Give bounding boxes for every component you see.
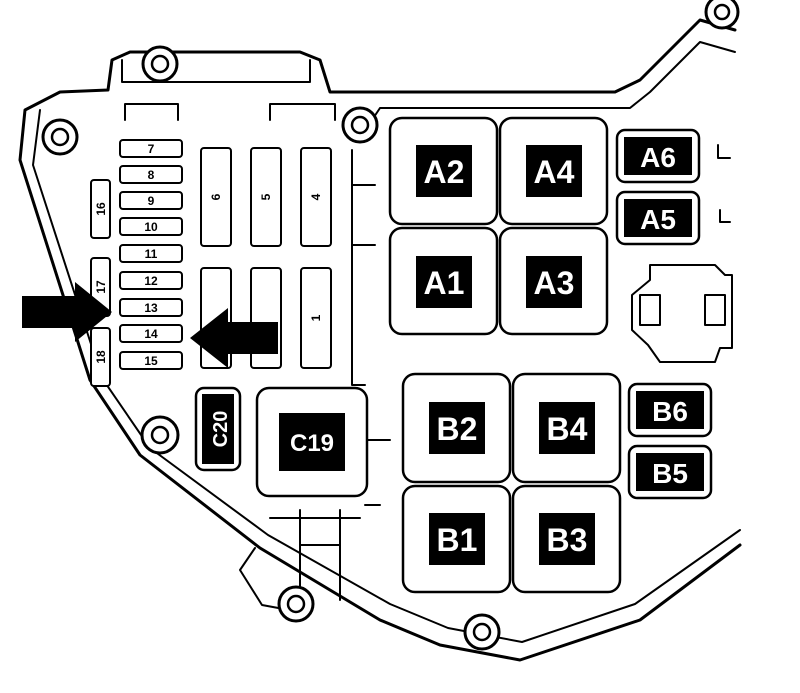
relay-b5[interactable]: B5: [627, 444, 713, 500]
relay-b1[interactable]: B1: [401, 484, 512, 594]
relay-c20[interactable]: C20: [194, 386, 242, 472]
fuse-8[interactable]: 8: [119, 165, 183, 184]
relay-b2[interactable]: B2: [401, 372, 512, 484]
fuse-13[interactable]: 13: [119, 298, 183, 317]
relay-b4-label: B4: [547, 411, 588, 447]
relay-group-a: A2 A4 A1 A3: [388, 116, 609, 336]
relay-group-b: B2 B4 B1 B3: [401, 372, 622, 594]
fuse-16[interactable]: 16: [90, 179, 111, 239]
relay-b5-label: B5: [652, 458, 688, 489]
relay-a5[interactable]: A5: [615, 190, 701, 246]
fuse-14-label: 14: [144, 327, 158, 341]
relay-b3[interactable]: B3: [511, 484, 622, 594]
fuse-11-label: 11: [145, 247, 158, 261]
relay-c20-label: C20: [210, 411, 232, 448]
relay-a5-label: A5: [640, 204, 676, 235]
relay-c19[interactable]: C19: [255, 386, 369, 498]
relay-b3-label: B3: [547, 522, 588, 558]
bolt-bottom-center: [463, 613, 501, 651]
bolt-bottom-left: [277, 585, 315, 623]
relay-a6-label: A6: [640, 142, 676, 173]
relay-b2-label: B2: [437, 411, 478, 447]
fuse-column-horizontal: 7 8 9 10 11 12 13 14 15: [119, 139, 183, 370]
relay-b1-label: B1: [437, 522, 478, 558]
relay-b6[interactable]: B6: [627, 382, 713, 438]
fuse-5[interactable]: 5: [250, 147, 282, 247]
fuse-10-label: 10: [144, 220, 158, 234]
fuse-6[interactable]: 6: [200, 147, 232, 247]
fuse-13-label: 13: [144, 301, 158, 315]
fuse-11[interactable]: 11: [119, 244, 183, 263]
fuse-7[interactable]: 7: [119, 139, 183, 158]
fuse-14[interactable]: 14: [119, 324, 183, 343]
bolt-top-right: [704, 0, 740, 30]
fuse-6-label: 6: [209, 193, 223, 200]
relay-a6[interactable]: A6: [615, 128, 701, 184]
fuse-1[interactable]: 1: [300, 267, 332, 369]
arrow-left-pointing-fuse-13: [22, 282, 112, 342]
arrow-right-pointing-fuse-14: [190, 308, 278, 368]
bolt-center-top: [341, 106, 379, 144]
fuse-1-label: 1: [309, 314, 323, 321]
bolt-top-center: [141, 45, 179, 83]
bolt-left: [41, 118, 79, 156]
relay-c19-label: C19: [290, 430, 334, 457]
housing-outline: [18, 18, 742, 662]
relay-a4[interactable]: A4: [498, 116, 609, 226]
fuse-18-label: 18: [94, 350, 108, 364]
fuse-8-label: 8: [148, 168, 155, 182]
relay-a1-label: A1: [424, 265, 465, 301]
relay-a3-label: A3: [534, 265, 575, 301]
fuse-16-label: 16: [94, 202, 108, 216]
fuse-5-label: 5: [259, 193, 273, 200]
fuse-9-label: 9: [148, 194, 155, 208]
fuse-12[interactable]: 12: [119, 271, 183, 290]
relay-a3[interactable]: A3: [498, 226, 609, 336]
fuse-9[interactable]: 9: [119, 191, 183, 210]
relay-b4[interactable]: B4: [511, 372, 622, 484]
fuse-7-label: 7: [148, 142, 155, 156]
relay-b6-label: B6: [652, 396, 688, 427]
relay-a4-label: A4: [534, 154, 575, 190]
fuse-column-vertical-left: 16 17 18: [90, 179, 111, 387]
fuse-18[interactable]: 18: [90, 327, 111, 387]
relay-a2[interactable]: A2: [388, 116, 499, 226]
fuse-12-label: 12: [144, 274, 158, 288]
relay-group-small: A6 A5 B6 B5 C20: [194, 128, 713, 500]
fuse-4[interactable]: 4: [300, 147, 332, 247]
fuse-17-label: 17: [94, 280, 108, 294]
bolt-lower-left: [140, 415, 180, 455]
mounting-bolts: [41, 0, 740, 651]
fuse-15[interactable]: 15: [119, 351, 183, 370]
fuse-4-label: 4: [309, 193, 323, 200]
relay-a2-label: A2: [424, 154, 465, 190]
fuse-15-label: 15: [144, 354, 158, 368]
relay-a1[interactable]: A1: [388, 226, 499, 336]
fuse-10[interactable]: 10: [119, 217, 183, 236]
